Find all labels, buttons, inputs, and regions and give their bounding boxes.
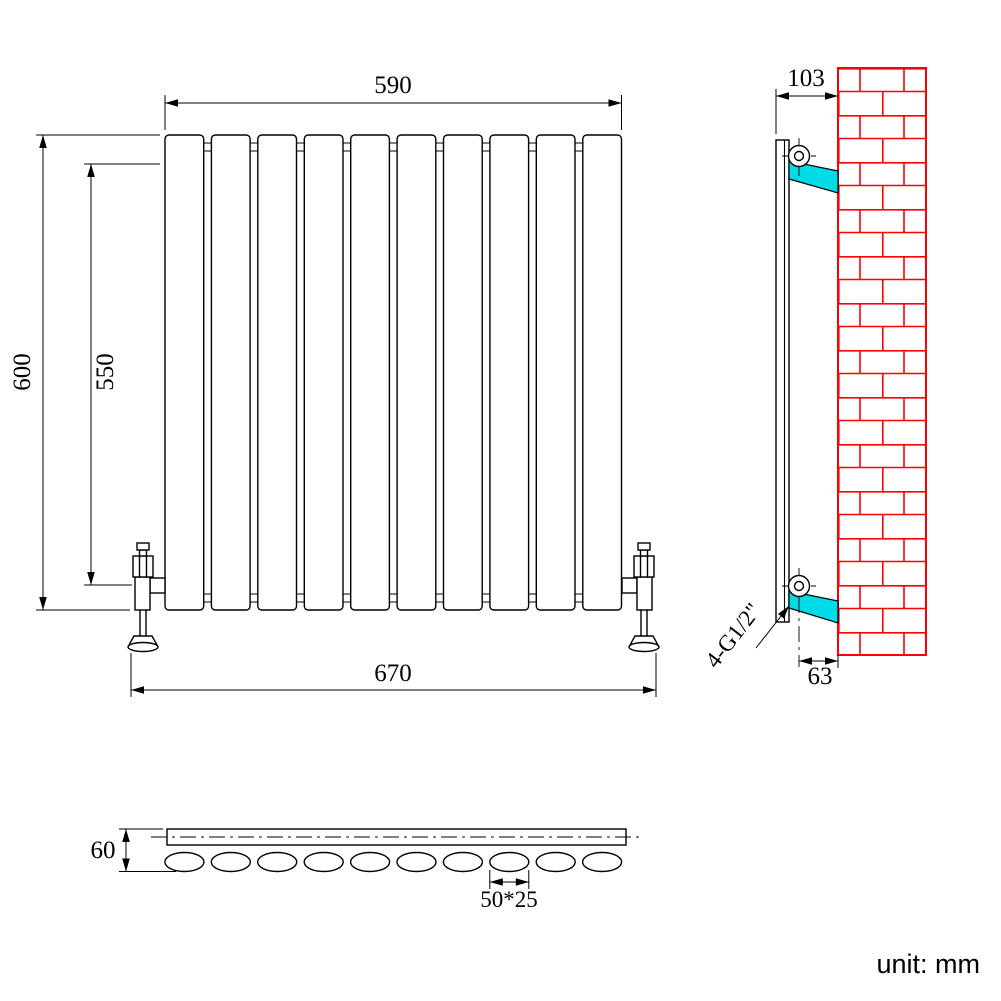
dim-section-depth: 60	[91, 828, 176, 872]
valve-neck	[639, 549, 649, 557]
radiator-panel	[303, 134, 344, 611]
valve-cap	[637, 542, 651, 551]
dim-depth: 103	[775, 65, 838, 134]
dim-valve-height: 550	[84, 163, 160, 586]
valve-neck	[138, 549, 148, 557]
dim-top-width: 590	[164, 72, 622, 130]
radiator-panel	[350, 134, 391, 611]
radiator-panel	[535, 134, 576, 611]
radiator-panel	[582, 134, 623, 611]
dim-top-width-label: 590	[374, 72, 412, 99]
dim-bottom-width: 670	[130, 653, 657, 697]
radiator-panel	[396, 134, 437, 611]
pipe-connection-inner	[793, 580, 805, 592]
radiator-panel	[257, 134, 298, 611]
valve-nut	[132, 555, 154, 578]
dim-depth-label: 103	[787, 65, 825, 92]
valve-left	[127, 542, 166, 653]
dim-wall-offset-label: 63	[808, 663, 833, 690]
bottom-view: 60 50*25	[91, 828, 642, 912]
panel-oval	[396, 851, 437, 873]
radiator-side-profile	[775, 139, 790, 623]
bracket-bottom	[782, 568, 839, 667]
panel-oval	[257, 851, 298, 873]
radiator-panel	[442, 134, 483, 611]
bracket-top-fill	[788, 160, 839, 194]
panel-oval	[164, 851, 205, 873]
valve-right	[621, 542, 660, 653]
panel-oval	[442, 851, 484, 873]
panel-oval	[210, 851, 252, 873]
connection-label: 4-G1/2"	[700, 598, 766, 672]
dim-bottom-width-label: 670	[374, 660, 412, 687]
radiator-panel	[164, 134, 205, 611]
bracket-bottom-fill	[788, 590, 839, 624]
valve-cap	[136, 542, 150, 551]
panel-oval	[535, 851, 576, 873]
dim-panel-section: 50*25	[480, 870, 538, 912]
brick-wall	[837, 67, 927, 656]
dim-section-depth-label: 60	[91, 837, 116, 864]
dim-panel-section-label: 50*25	[480, 887, 538, 912]
bracket-top	[782, 138, 839, 194]
valve-base	[127, 641, 159, 653]
front-view: 590 600 550 670	[9, 72, 660, 697]
dim-overall-height: 600	[9, 134, 160, 611]
radiator-front-body	[164, 134, 623, 611]
leader-line	[755, 605, 790, 649]
panel-oval	[489, 851, 530, 873]
dim-overall-height-label: 600	[9, 353, 36, 391]
section-ovals	[164, 851, 623, 873]
panel-oval	[303, 851, 344, 873]
profile-panel	[775, 139, 790, 623]
radiator-panel	[489, 134, 530, 611]
dim-wall-offset: 63	[799, 655, 839, 690]
valve-body	[134, 576, 151, 611]
pipe-connection-inner	[793, 150, 805, 162]
valve-body	[636, 576, 653, 611]
valve-nut	[633, 555, 655, 578]
panel-oval	[349, 851, 391, 873]
valve-connector	[149, 577, 166, 594]
side-view: 103 63 4-G1/2"	[700, 65, 927, 690]
valve-connector	[621, 577, 638, 594]
dim-valve-height-label: 550	[92, 353, 119, 391]
radiator-panel	[210, 134, 251, 611]
valve-base	[628, 641, 660, 653]
panel-oval	[581, 851, 623, 873]
unit-label: unit: mm	[876, 949, 980, 979]
